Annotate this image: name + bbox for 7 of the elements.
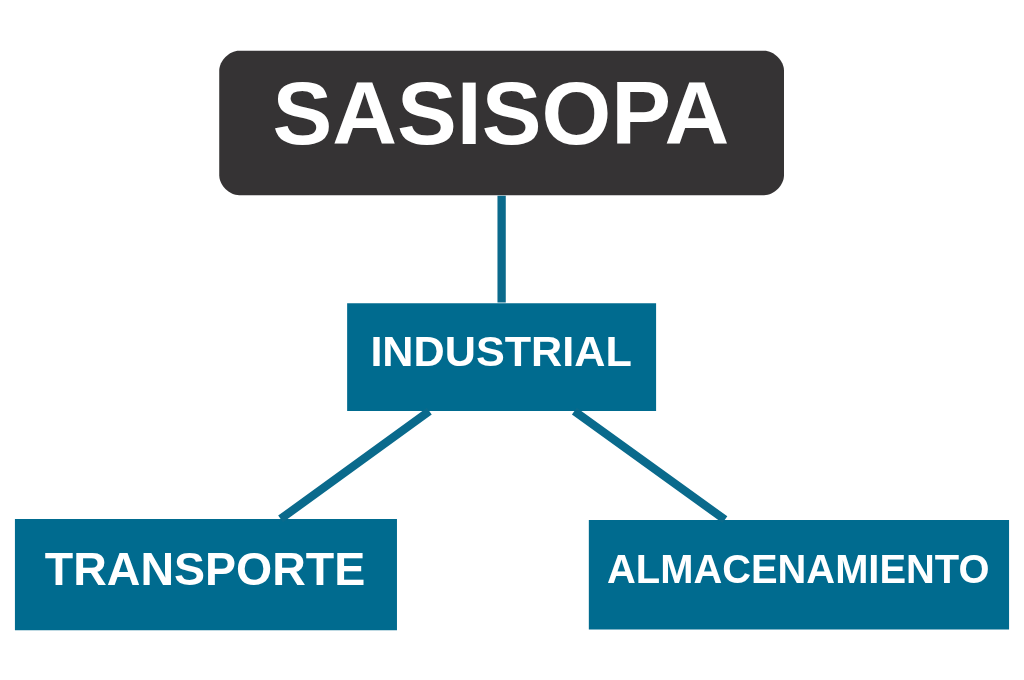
node-box: SASISOPA [219,50,784,195]
node-box: TRANSPORTE [14,518,397,630]
connector [571,407,728,523]
node-box: ALMACENAMIENTO [588,519,1010,630]
node-box: INDUSTRIAL [347,302,657,411]
connector [278,407,432,522]
connector [497,195,506,302]
